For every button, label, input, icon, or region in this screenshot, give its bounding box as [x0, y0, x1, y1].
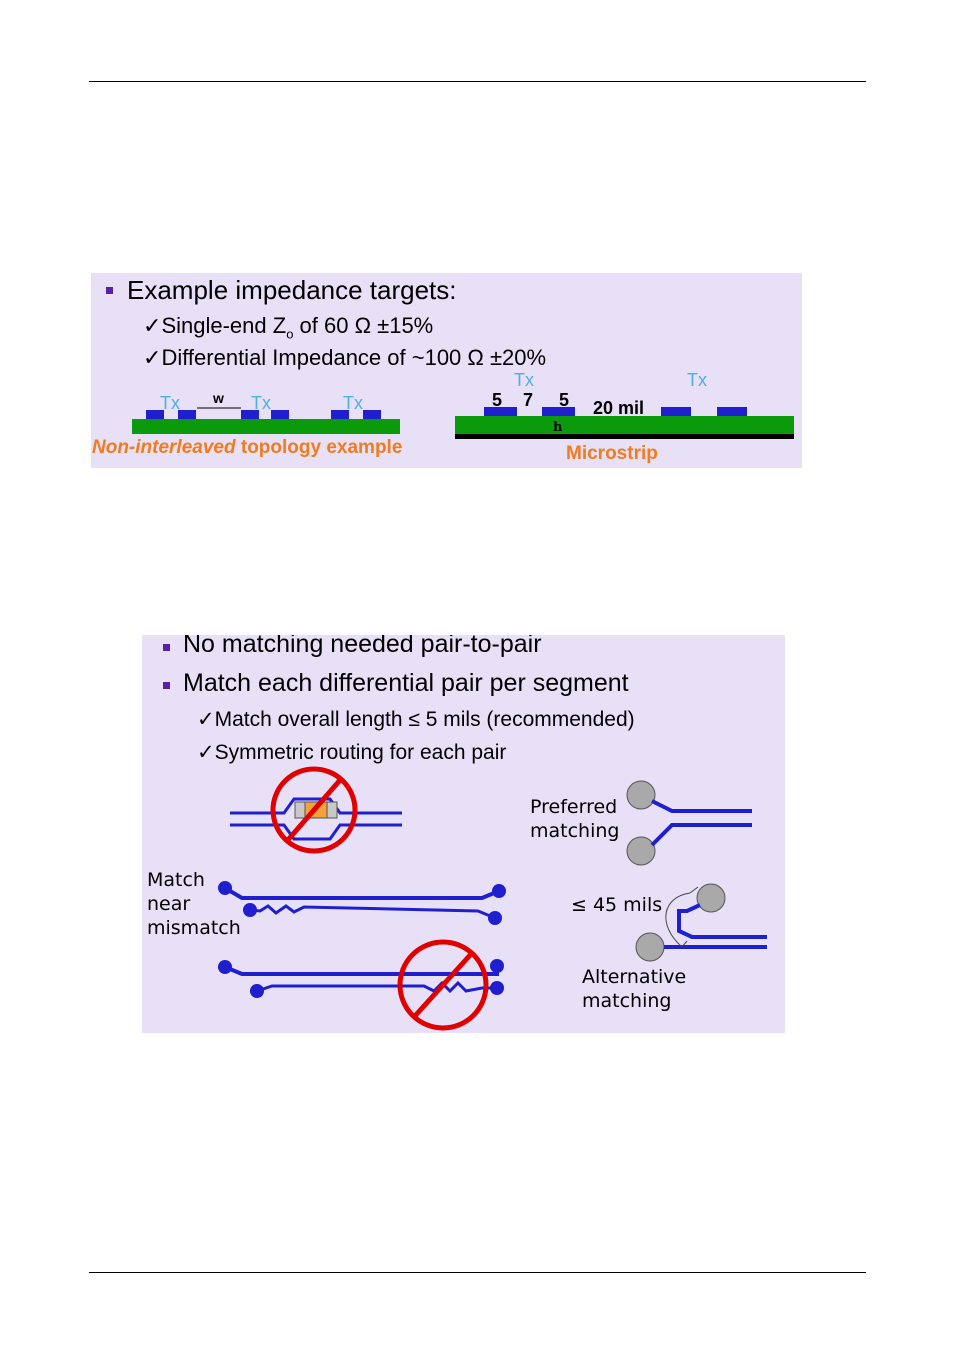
via-pad [626, 836, 656, 866]
check-differential: ✓Differential Impedance of ~100 Ω ±20% [143, 345, 546, 371]
check-symmetric: ✓Symmetric routing for each pair [197, 740, 506, 765]
impedance-targets-slide: Example impedance targets: ✓Single-end Z… [91, 273, 802, 468]
via-pad [696, 883, 726, 913]
via-pad [626, 780, 656, 810]
caption-rest: topology example [235, 437, 403, 458]
microstrip-ground [455, 434, 794, 439]
via-pad [635, 932, 665, 962]
microstrip-trace [542, 407, 575, 416]
left-trace [241, 410, 259, 419]
label-line: Alternative [582, 966, 687, 988]
prohibited-icon [397, 939, 489, 1031]
tx-label: Tx [687, 370, 707, 390]
preferred-matching-diagram [626, 780, 752, 866]
label-line: Preferred [530, 796, 618, 818]
check-icon: ✓ [143, 345, 162, 370]
check-single-end: ✓Single-end Zo of 60 Ω ±15% [143, 313, 433, 341]
label-line: mismatch [147, 917, 241, 939]
microstrip-caption: Microstrip [566, 443, 658, 464]
check-single-end-post: of 60 Ω ±15% [293, 313, 434, 338]
w-label: w [212, 390, 224, 406]
label-line: matching [530, 820, 620, 842]
match-far-mismatch-diagram [218, 939, 504, 1031]
alternative-matching-label: Alternative matching [582, 965, 686, 1013]
caption-italic: Non-interleaved [92, 437, 236, 458]
match-near-mismatch-label: Match near mismatch [147, 868, 241, 940]
label-line: Match [147, 869, 205, 891]
tx-label: Tx [514, 370, 534, 390]
h-label: h [553, 420, 563, 435]
check-match-length-text: Match overall length ≤ 5 mils (recommend… [214, 708, 635, 731]
prohibited-component-routing [230, 766, 402, 854]
left-trace [363, 410, 381, 419]
slide2-bullet-1: No matching needed pair-to-pair [183, 635, 542, 658]
prohibited-icon [270, 766, 358, 854]
microstrip-trace [661, 407, 691, 416]
dim-label: 5 [492, 390, 502, 410]
tx-label: Tx [251, 393, 271, 413]
match-near-mismatch-diagram [218, 881, 506, 925]
label-line: near [147, 893, 191, 915]
spacing-label: 20 mil [593, 398, 644, 418]
preferred-matching-label: Preferred matching [530, 795, 619, 843]
bullet-square-icon [163, 644, 170, 651]
alternative-matching-diagram [635, 883, 767, 962]
left-trace [331, 410, 349, 419]
check-icon: ✓ [197, 708, 215, 731]
microstrip-substrate [455, 416, 794, 434]
microstrip-trace [717, 407, 747, 416]
left-trace [146, 410, 164, 419]
slide1-heading: Example impedance targets: [127, 275, 457, 305]
dim-label: 7 [523, 390, 533, 410]
bullet-square-icon [163, 682, 170, 689]
dim-label: 5 [559, 390, 569, 410]
non-interleaved-caption: Non-interleaved topology example [92, 437, 402, 459]
check-single-end-sub: o [286, 326, 294, 342]
check-differential-text: Differential Impedance of ~100 Ω ±20% [161, 345, 547, 370]
tx-label: Tx [160, 393, 180, 413]
tx-label: Tx [343, 393, 363, 413]
left-trace [271, 410, 289, 419]
check-symmetric-text: Symmetric routing for each pair [214, 741, 507, 764]
length-matching-slide: No matching needed pair-to-pair Match ea… [142, 635, 785, 1033]
check-match-length: ✓Match overall length ≤ 5 mils (recommen… [197, 707, 635, 732]
left-trace [178, 410, 196, 419]
microstrip-trace [484, 407, 517, 416]
check-single-end-pre: Single-end Z [161, 313, 287, 338]
check-icon: ✓ [197, 741, 215, 764]
bullet-square-icon [106, 287, 113, 294]
footer-rule [89, 1272, 866, 1273]
impedance-diagrams: Tx Tx Tx w Tx Tx 5 7 5 20 mil h [132, 370, 794, 439]
header-rule [89, 81, 866, 82]
left-ground-plane [132, 419, 400, 434]
slide2-bullet-2: Match each differential pair per segment [183, 669, 629, 697]
matching-diagrams [218, 766, 767, 1031]
le-45-mils-label: ≤ 45 mils [571, 894, 663, 916]
label-line: matching [582, 990, 672, 1012]
check-icon: ✓ [143, 313, 162, 338]
